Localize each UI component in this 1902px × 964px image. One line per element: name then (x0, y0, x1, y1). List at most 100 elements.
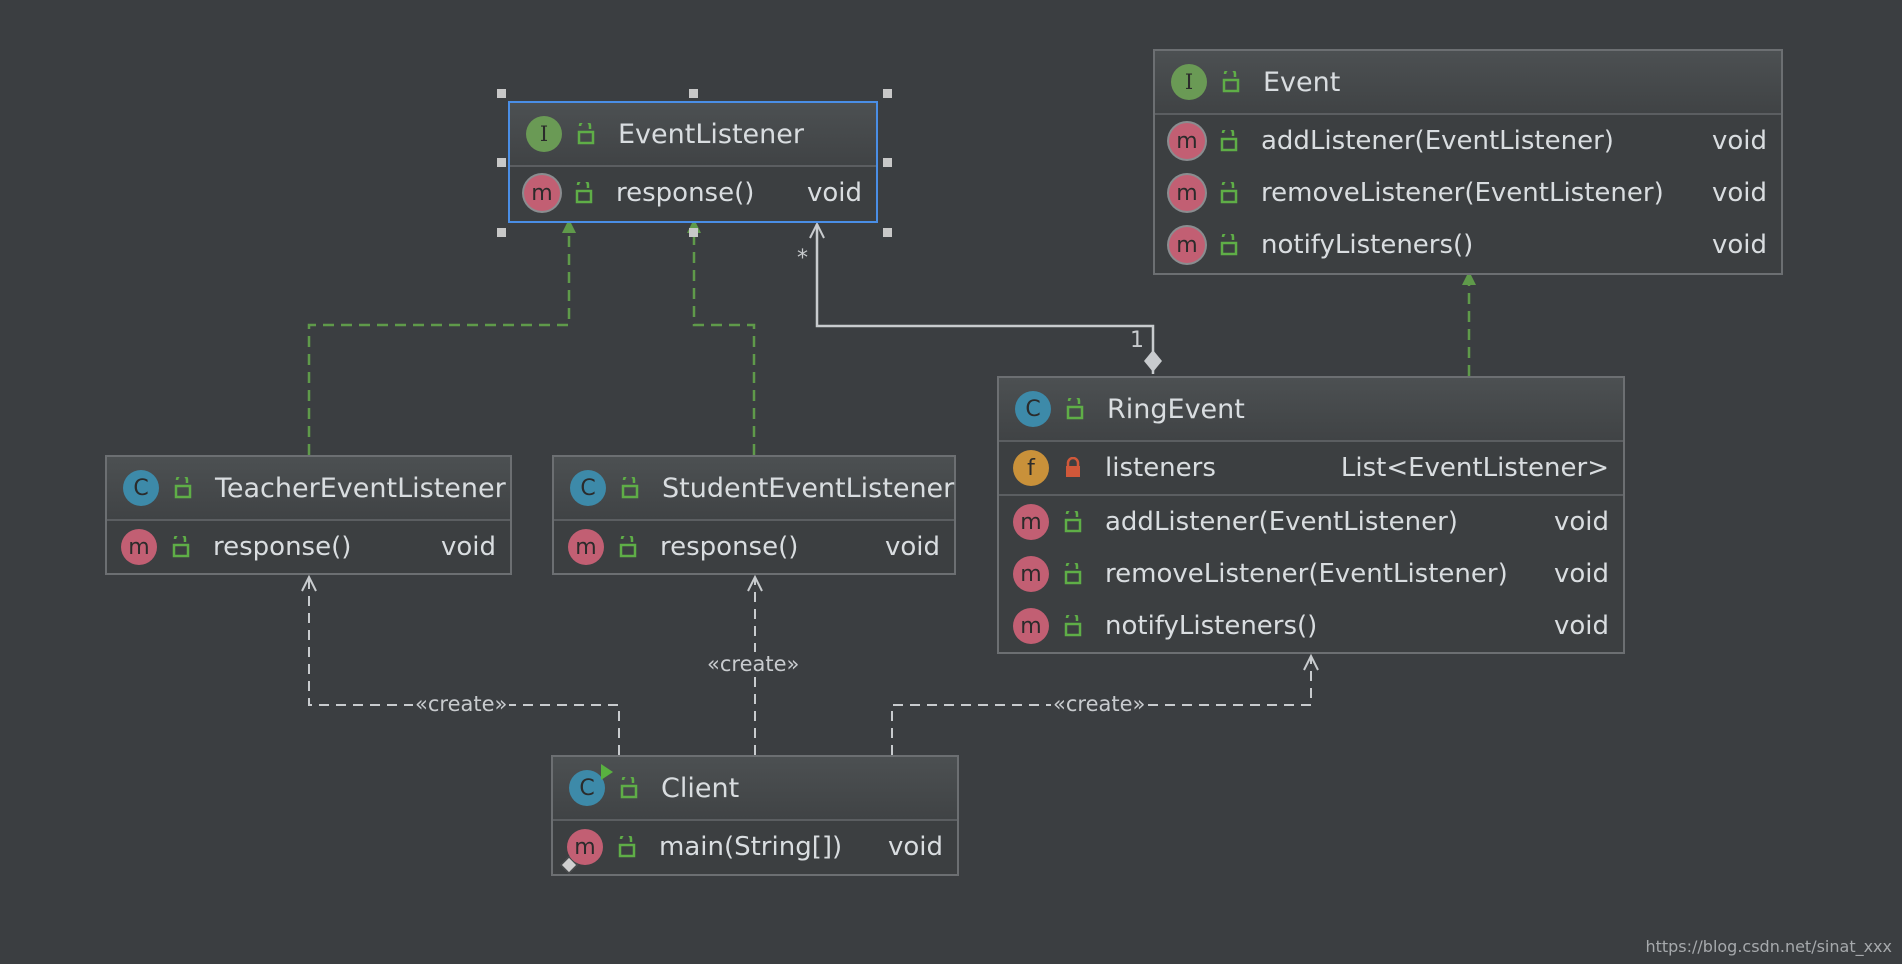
unlocked-public-icon (1220, 130, 1238, 152)
unlocked-public-icon (1220, 182, 1238, 204)
unlocked-public-icon (1066, 398, 1084, 420)
method-type: void (1711, 230, 1767, 260)
node-header: I EventListener (510, 103, 876, 167)
unlocked-public-icon (1220, 234, 1238, 256)
aggregation-diamond (1144, 350, 1162, 372)
unlocked-public-icon (619, 536, 637, 558)
field-name: listeners (1105, 453, 1216, 483)
static-method-icon: m (560, 829, 603, 874)
method-icon: m (1013, 556, 1049, 592)
node-header: C StudentEventListener (554, 457, 954, 521)
method-icon: m (1169, 123, 1205, 159)
class-icon: C (570, 470, 606, 506)
node-teachereventlistener[interactable]: C TeacherEventListener m response() void (105, 455, 512, 575)
method-row[interactable]: m addListener(EventListener) void (999, 496, 1623, 548)
class-name: RingEvent (1107, 393, 1245, 425)
node-studenteventlistener[interactable]: C StudentEventListener m response() void (552, 455, 956, 575)
multiplicity-one: 1 (1130, 328, 1144, 353)
multiplicity-many: * (797, 246, 808, 271)
method-row[interactable]: m notifyListeners() void (1155, 219, 1781, 271)
interface-icon: I (526, 116, 562, 152)
method-icon: m (524, 175, 560, 211)
create-label-ringevent: «create» (1051, 692, 1148, 716)
resize-handle-sw[interactable] (497, 228, 506, 237)
class-icon: C (123, 470, 159, 506)
unlocked-public-icon (577, 123, 595, 145)
class-name: TeacherEventListener (215, 472, 506, 504)
node-ringevent[interactable]: C RingEvent f listeners List<EventListen… (997, 376, 1625, 654)
unlocked-public-icon (174, 477, 192, 499)
method-type: void (887, 832, 943, 862)
unlocked-public-icon (1222, 71, 1240, 93)
resize-handle-nw[interactable] (497, 89, 506, 98)
method-name: addListener(EventListener) (1261, 126, 1614, 156)
method-name: notifyListeners() (1261, 230, 1474, 260)
method-name: addListener(EventListener) (1105, 507, 1458, 537)
node-event[interactable]: I Event m addListener(EventListener) voi… (1153, 49, 1783, 275)
node-header: C RingEvent (999, 378, 1623, 442)
unlocked-public-icon (618, 836, 636, 858)
method-row[interactable]: m notifyListeners() void (999, 600, 1623, 652)
resize-handle-n[interactable] (689, 89, 698, 98)
watermark-text: https://blog.csdn.net/sinat_xxx (1645, 937, 1892, 956)
method-row[interactable]: m main(String[]) void (553, 821, 957, 874)
run-marker-icon (601, 764, 613, 780)
method-row[interactable]: m addListener(EventListener) void (1155, 115, 1781, 167)
method-type: void (1711, 126, 1767, 156)
method-name: removeListener(EventListener) (1261, 178, 1664, 208)
method-row[interactable]: m removeListener(EventListener) void (999, 548, 1623, 600)
field-type: List<EventListener> (1340, 453, 1609, 483)
field-icon: f (1013, 450, 1049, 486)
method-row[interactable]: m response() void (107, 521, 510, 573)
node-header: C Client (553, 757, 957, 821)
dependency-client-to-teacher[interactable] (309, 577, 620, 755)
field-row[interactable]: f listeners List<EventListener> (999, 442, 1623, 494)
interface-icon: I (1171, 64, 1207, 100)
realization-student-to-eventlistener[interactable] (687, 219, 756, 455)
method-icon: m (1013, 504, 1049, 540)
method-name: removeListener(EventListener) (1105, 559, 1508, 589)
method-icon: m (1169, 227, 1205, 263)
unlocked-public-icon (621, 477, 639, 499)
create-label-teacher: «create» (413, 692, 510, 716)
method-type: void (1553, 507, 1609, 537)
class-name: Client (661, 772, 740, 804)
method-name: response() (616, 178, 755, 208)
method-type: void (1553, 559, 1609, 589)
unlocked-public-icon (172, 536, 190, 558)
class-name: StudentEventListener (662, 472, 955, 504)
method-name: response() (213, 532, 352, 562)
fields-section: f listeners List<EventListener> (999, 442, 1623, 496)
method-row[interactable]: m removeListener(EventListener) void (1155, 167, 1781, 219)
unlocked-public-icon (575, 182, 593, 204)
method-type: void (806, 178, 862, 208)
node-header: C TeacherEventListener (107, 457, 510, 521)
method-name: main(String[]) (659, 832, 843, 862)
method-row[interactable]: m response() void (554, 521, 954, 573)
node-eventlistener[interactable]: I EventListener m response() void (508, 101, 878, 223)
resize-handle-ne[interactable] (883, 89, 892, 98)
locked-private-icon (1066, 457, 1080, 477)
aggregation-ringevent-eventlistener[interactable] (817, 224, 1155, 374)
resize-handle-e[interactable] (883, 158, 892, 167)
unlocked-public-icon (1064, 511, 1082, 533)
method-name: response() (660, 532, 799, 562)
unlocked-public-icon (1064, 563, 1082, 585)
method-type: void (884, 532, 940, 562)
class-name: Event (1263, 66, 1341, 98)
method-icon: m (1013, 608, 1049, 644)
method-type: void (1711, 178, 1767, 208)
unlocked-public-icon (620, 777, 638, 799)
node-header: I Event (1155, 51, 1781, 115)
realization-teacher-to-eventlistener[interactable] (307, 219, 576, 455)
node-client[interactable]: C Client m main(String[]) void (551, 755, 959, 876)
method-icon: m (1169, 175, 1205, 211)
resize-handle-w[interactable] (497, 158, 506, 167)
resize-handle-se[interactable] (883, 228, 892, 237)
method-row[interactable]: m response() void (510, 167, 876, 219)
class-icon: C (1015, 391, 1051, 427)
resize-handle-s[interactable] (689, 228, 698, 237)
unlocked-public-icon (1064, 615, 1082, 637)
create-label-student: «create» (705, 652, 802, 676)
method-type: void (1553, 611, 1609, 641)
